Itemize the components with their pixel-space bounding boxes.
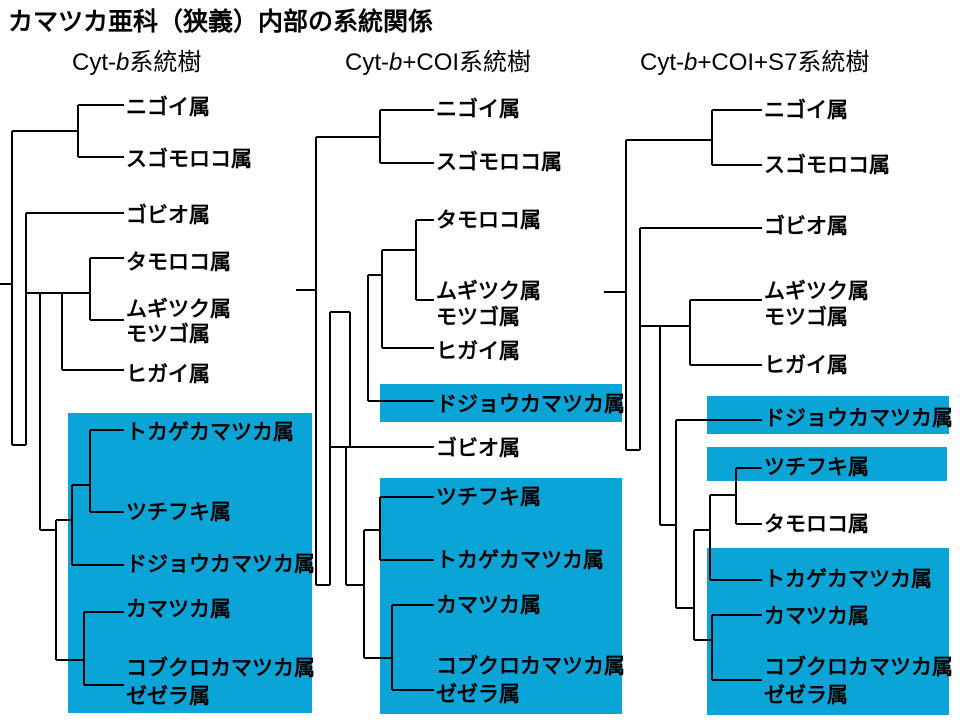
tree-3-label: タモロコ属 — [764, 512, 869, 536]
tree-1-label: ゴビオ属 — [126, 203, 210, 227]
tree-1-label: ムギツク属 — [126, 297, 231, 321]
tree-1-label: タモロコ属 — [126, 250, 231, 274]
tree-3-title: Cyt-b+COI+S7系統樹 — [640, 49, 870, 76]
tree-1-label: ゼゼラ属 — [126, 684, 210, 708]
tree-1-label: カマツカ属 — [126, 597, 231, 621]
tree-2-label: スゴモロコ属 — [436, 150, 562, 174]
tree-2-label: モツゴ属 — [436, 305, 520, 329]
tree-2-label: タモロコ属 — [436, 208, 541, 232]
tree-3-label: ムギツク属 — [764, 279, 869, 303]
tree-3-label: ツチフキ属 — [764, 455, 869, 479]
tree-2-label: トカゲカマツカ属 — [436, 548, 604, 572]
tree-3-label: コブクロカマツカ属 — [764, 655, 953, 679]
tree-2-label: ツチフキ属 — [436, 485, 541, 509]
tree-2-title: Cyt-b+COI系統樹 — [345, 49, 532, 76]
tree-2-label: ムギツク属 — [436, 279, 541, 303]
tree-3-label: ニゴイ属 — [764, 98, 848, 122]
tree-1-label: ニゴイ属 — [126, 95, 210, 119]
tree-2-highlight-box — [380, 478, 622, 714]
tree-3-label: ゴビオ属 — [764, 214, 848, 238]
tree-3-label: カマツカ属 — [764, 604, 869, 628]
tree-1-label: ヒガイ属 — [126, 362, 210, 386]
tree-3-highlight-tsuchifuki — [707, 447, 947, 481]
tree-3-label: モツゴ属 — [764, 305, 848, 329]
tree-2-label: ゴビオ属 — [436, 436, 520, 460]
tree-1-label: トカゲカマツカ属 — [126, 420, 294, 444]
tree-2-highlight-dojou — [380, 384, 622, 422]
tree-1-branches — [0, 104, 124, 686]
tree-3-label: トカゲカマツカ属 — [764, 567, 932, 591]
tree-1-label: モツゴ属 — [126, 322, 210, 346]
tree-1-label: コブクロカマツカ属 — [126, 656, 315, 680]
tree-1-label: ツチフキ属 — [126, 500, 231, 524]
tree-2-label: コブクロカマツカ属 — [436, 654, 625, 678]
tree-2-label: カマツカ属 — [436, 593, 541, 617]
tree-2-label: ドジョウカマツカ属 — [436, 392, 625, 416]
tree-3-highlight-dojou — [707, 396, 949, 434]
tree-1-label: スゴモロコ属 — [126, 147, 252, 171]
tree-3-label: ゼゼラ属 — [764, 683, 848, 707]
tree-2-label: ゼゼラ属 — [436, 682, 520, 706]
tree-3-label: ヒガイ属 — [764, 353, 848, 377]
tree-3-highlight-box — [707, 548, 949, 715]
page-title: カマツカ亜科（狭義）内部の系統関係 — [8, 7, 434, 36]
tree-2-label: ヒガイ属 — [436, 339, 520, 363]
tree-1-label: ドジョウカマツカ属 — [126, 552, 315, 576]
tree-3-label: ドジョウカマツカ属 — [764, 406, 953, 430]
tree-2-branches — [296, 109, 434, 691]
tree-3-label: スゴモロコ属 — [764, 153, 890, 177]
tree-3-branches — [604, 109, 762, 681]
tree-1-highlight-box — [68, 413, 312, 713]
tree-2-label: ニゴイ属 — [436, 97, 520, 121]
tree-1-title: Cyt-b系統樹 — [72, 49, 202, 76]
